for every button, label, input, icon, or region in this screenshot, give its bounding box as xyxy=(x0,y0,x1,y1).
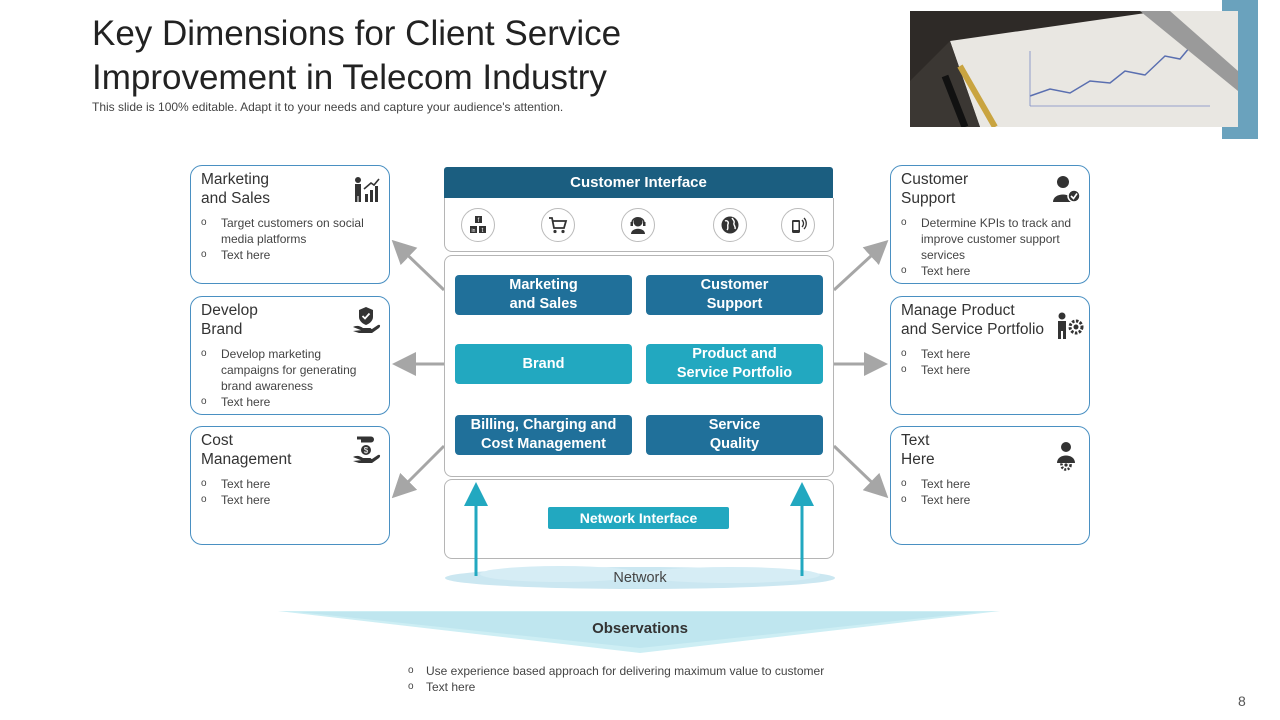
shopping-cart-icon xyxy=(541,208,575,242)
block-line: Marketing xyxy=(509,277,578,293)
card-manage-product: Manage Product and Service Portfolio Text… xyxy=(890,296,1090,415)
title-line-2: Improvement in Telecom Industry xyxy=(92,58,607,97)
user-gear-icon xyxy=(1057,442,1075,471)
notebook-photo xyxy=(910,11,1238,127)
user-check-icon xyxy=(1053,176,1081,203)
interface-icon-row: f in t xyxy=(444,198,834,252)
list-item: Text here xyxy=(201,476,373,492)
block-line: Cost Management xyxy=(481,436,606,452)
list-item: Use experience based approach for delive… xyxy=(408,663,824,679)
page-number: 8 xyxy=(1238,693,1246,709)
card-list: Determine KPIs to track and improve cust… xyxy=(901,215,1073,279)
list-item: Text here xyxy=(201,247,373,263)
card-list: Develop marketing campaigns for generati… xyxy=(201,346,373,410)
marketing-sales-block: Marketing and Sales xyxy=(455,275,632,315)
mobile-signal-icon xyxy=(781,208,815,242)
list-item: Text here xyxy=(901,346,1073,362)
block-line: Billing, Charging and xyxy=(470,417,617,433)
list-item: Text here xyxy=(408,679,824,695)
card-title-line: Management xyxy=(201,451,292,468)
list-item: Text here xyxy=(901,492,1073,508)
network-label: Network xyxy=(613,570,667,586)
observations-label: Observations xyxy=(592,620,688,637)
card-title-line: and Sales xyxy=(201,190,270,207)
block-line: and Sales xyxy=(509,296,578,312)
slide-subtitle: This slide is 100% editable. Adapt it to… xyxy=(92,100,564,114)
title-line-1: Key Dimensions for Client Service xyxy=(92,14,622,53)
list-item: Develop marketing campaigns for generati… xyxy=(201,346,373,394)
list-item: Determine KPIs to track and improve cust… xyxy=(901,215,1073,263)
svg-text:in: in xyxy=(472,228,476,234)
card-title-line: Text xyxy=(901,432,930,449)
card-marketing-sales: Marketing and Sales Target customers on s… xyxy=(190,165,390,284)
card-list: Text here Text here xyxy=(201,476,373,508)
globe-icon xyxy=(713,208,747,242)
svg-text:f: f xyxy=(478,218,480,224)
slide-title: Key Dimensions for Client Service Improv… xyxy=(92,12,621,100)
card-title-line: Manage Product xyxy=(901,302,1015,319)
block-line: Product and xyxy=(692,346,777,362)
network-interface-label: Network Interface xyxy=(548,507,729,529)
observations-banner xyxy=(278,611,1000,653)
customer-interface-header: Customer Interface xyxy=(444,167,833,198)
card-list: Target customers on social media platfor… xyxy=(201,215,373,263)
observations-list: Use experience based approach for delive… xyxy=(408,663,824,695)
block-line: Customer xyxy=(700,277,769,293)
block-line: Brand xyxy=(522,355,565,372)
network-cloud xyxy=(445,482,835,589)
list-item: Text here xyxy=(201,394,373,410)
block-line: Service Portfolio xyxy=(676,365,793,381)
list-item: Target customers on social media platfor… xyxy=(201,215,373,247)
social-media-icon: f in t xyxy=(461,208,495,242)
card-title-line: Support xyxy=(901,190,956,207)
card-title-line: and Service Portfolio xyxy=(901,321,1045,338)
list-item: Text here xyxy=(901,362,1073,378)
card-title-line: Brand xyxy=(201,321,243,338)
headset-agent-icon xyxy=(621,208,655,242)
hand-dollar-icon: $ xyxy=(353,436,381,463)
svg-text:t: t xyxy=(482,228,484,234)
block-line: Quality xyxy=(709,436,760,452)
card-title-line: Marketing xyxy=(201,171,270,188)
svg-text:$: $ xyxy=(364,446,369,455)
list-item: Text here xyxy=(201,492,373,508)
card-title-line: Here xyxy=(901,451,935,468)
list-item: Text here xyxy=(901,476,1073,492)
brand-block: Brand xyxy=(455,344,632,384)
block-line: Service xyxy=(708,417,761,433)
card-list: Text here Text here xyxy=(901,346,1073,378)
hand-badge-icon xyxy=(353,307,381,333)
card-list: Text here Text here xyxy=(901,476,1073,508)
card-title-line: Cost xyxy=(201,432,233,449)
person-gear-icon xyxy=(1058,312,1084,339)
list-item: Text here xyxy=(901,263,1073,279)
growth-chart-person-icon xyxy=(355,177,380,202)
card-title-line: Develop xyxy=(201,302,258,319)
block-line: Support xyxy=(706,296,763,312)
card-title-line: Customer xyxy=(901,171,969,188)
